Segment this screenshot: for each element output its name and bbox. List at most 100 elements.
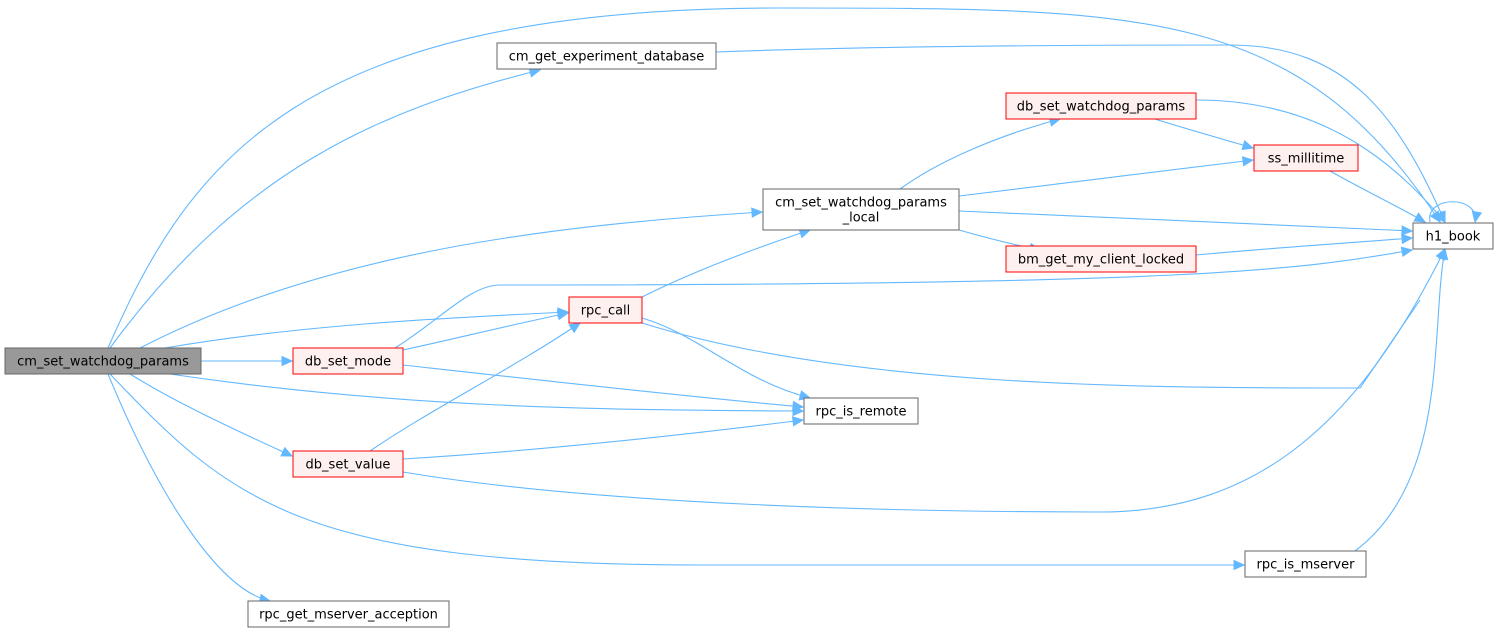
node-box (247, 600, 450, 628)
node-box (496, 42, 717, 70)
edge-bmg-to-h1 (1195, 233, 1414, 256)
edge-arrowhead (1241, 140, 1255, 151)
edge-dbswp-to-ssm (1154, 118, 1255, 151)
node-box (292, 450, 404, 478)
edge-line (641, 229, 811, 298)
nodes-layer: cm_set_watchdog_params cm_get_experiment_… (4, 42, 1494, 628)
node-label: cm_set_watchdog_params (775, 196, 947, 211)
edge-cmswl-to-dbswp (899, 116, 1062, 190)
node-box (762, 188, 960, 231)
node-dbsv[interactable]: db_set_value (292, 450, 404, 478)
edge-dbsm-to-rpcc (402, 309, 570, 351)
edge-root-to-dbsm (201, 355, 294, 367)
edge-arrowhead (1233, 559, 1246, 571)
edge-arrowhead (792, 400, 805, 412)
edge-arrowhead (1437, 247, 1449, 261)
edge-arrowhead (1400, 246, 1414, 258)
edge-dbsm-to-h1 (394, 246, 1414, 349)
node-box (1005, 245, 1197, 273)
edge-root-to-h1 (107, 7, 1441, 349)
edge-dbsv-to-rpcir (402, 416, 805, 460)
edge-line (641, 317, 811, 399)
node-label: cm_set_watchdog_params (17, 355, 189, 370)
node-rpcir[interactable]: rpc_is_remote (803, 397, 919, 425)
edge-arrowhead (556, 309, 570, 321)
edge-root-to-rpcim (109, 373, 1246, 571)
node-label: db_set_watchdog_params (1017, 100, 1186, 115)
edge-line (1329, 170, 1426, 223)
edge-cmswl-to-ssm (958, 156, 1255, 197)
edge-line (402, 419, 804, 460)
node-label: rpc_get_mserver_acception (259, 608, 438, 623)
edge-line (715, 44, 1446, 223)
edge-line (109, 373, 1244, 566)
node-label: rpc_is_remote (816, 405, 907, 420)
edge-line (109, 69, 541, 349)
node-label: cm_get_experiment_database (509, 50, 705, 65)
edge-rpcc-to-cmswl (641, 228, 812, 298)
node-ssm[interactable]: ss_millitime (1253, 144, 1359, 172)
edge-arrowhead (1434, 210, 1446, 223)
edge-line (107, 7, 1441, 349)
node-box (803, 397, 919, 425)
node-dbswp[interactable]: db_set_watchdog_params (1005, 92, 1197, 120)
node-box (1412, 222, 1494, 250)
edge-arrowhead (568, 322, 582, 334)
edge-line (107, 373, 271, 602)
edge-line (402, 248, 1446, 513)
node-box (568, 296, 643, 324)
node-ged[interactable]: cm_get_experiment_database (496, 42, 717, 70)
edge-arrowhead (1401, 225, 1414, 236)
edge-arrowhead (1413, 212, 1427, 223)
edge-dbsv-to-h1 (402, 247, 1446, 513)
edge-line (369, 322, 581, 452)
edge-line (958, 210, 1413, 232)
node-box (1005, 92, 1197, 120)
edge-line (394, 249, 1413, 349)
node-label: db_set_mode (305, 355, 391, 370)
node-label: db_set_value (306, 458, 391, 473)
node-dbsm[interactable]: db_set_mode (292, 347, 404, 375)
edge-line (402, 312, 569, 351)
edge-line (899, 118, 1061, 190)
node-rpcc[interactable]: rpc_call (568, 296, 643, 324)
node-label: rpc_is_mserver (1257, 558, 1356, 573)
edge-line (129, 373, 293, 457)
edge-dbsv-to-rpcc (369, 322, 582, 452)
edge-line (1195, 99, 1446, 223)
node-root[interactable]: cm_set_watchdog_params (4, 347, 202, 375)
edge-ssm-to-h1 (1329, 170, 1427, 223)
node-label: h1_book (1426, 230, 1481, 245)
edge-line (1195, 237, 1413, 256)
node-cmswl[interactable]: cm_set_watchdog_params_local (762, 188, 960, 231)
node-label: bm_get_my_client_locked (1018, 253, 1184, 268)
edge-line (169, 373, 804, 412)
node-label: ss_millitime (1268, 152, 1345, 167)
edge-dbswp-to-h1 (1195, 99, 1446, 223)
edge-line (1354, 248, 1446, 552)
edge-root-to-rpcc (164, 307, 570, 349)
edge-root-to-cmswl (139, 207, 764, 349)
node-label: _local (842, 211, 880, 226)
node-h1[interactable]: h1_book (1412, 222, 1494, 250)
edge-line (641, 299, 1421, 389)
edge-arrowhead (281, 355, 294, 367)
edge-h1-to-h1 (1429, 201, 1483, 224)
node-box (4, 347, 202, 375)
edge-line (164, 311, 569, 349)
edge-line (402, 364, 804, 408)
edge-root-to-dbsv (129, 373, 294, 457)
node-bmg[interactable]: bm_get_my_client_locked (1005, 245, 1197, 273)
edge-arrowhead (1401, 233, 1414, 245)
node-rpcim[interactable]: rpc_is_mserver (1244, 550, 1367, 578)
node-rpcgma[interactable]: rpc_get_mserver_acception (247, 600, 450, 628)
node-box (1253, 144, 1359, 172)
edge-arrowhead (280, 446, 294, 457)
edge-cmswl-to-h1 (958, 210, 1414, 236)
node-box (292, 347, 404, 375)
edge-root-to-rpcgma (107, 373, 272, 604)
node-box (1244, 550, 1367, 578)
edge-arrowhead (751, 207, 764, 218)
edge-arrowhead (1241, 156, 1255, 167)
edge-root-to-ged (109, 67, 542, 349)
